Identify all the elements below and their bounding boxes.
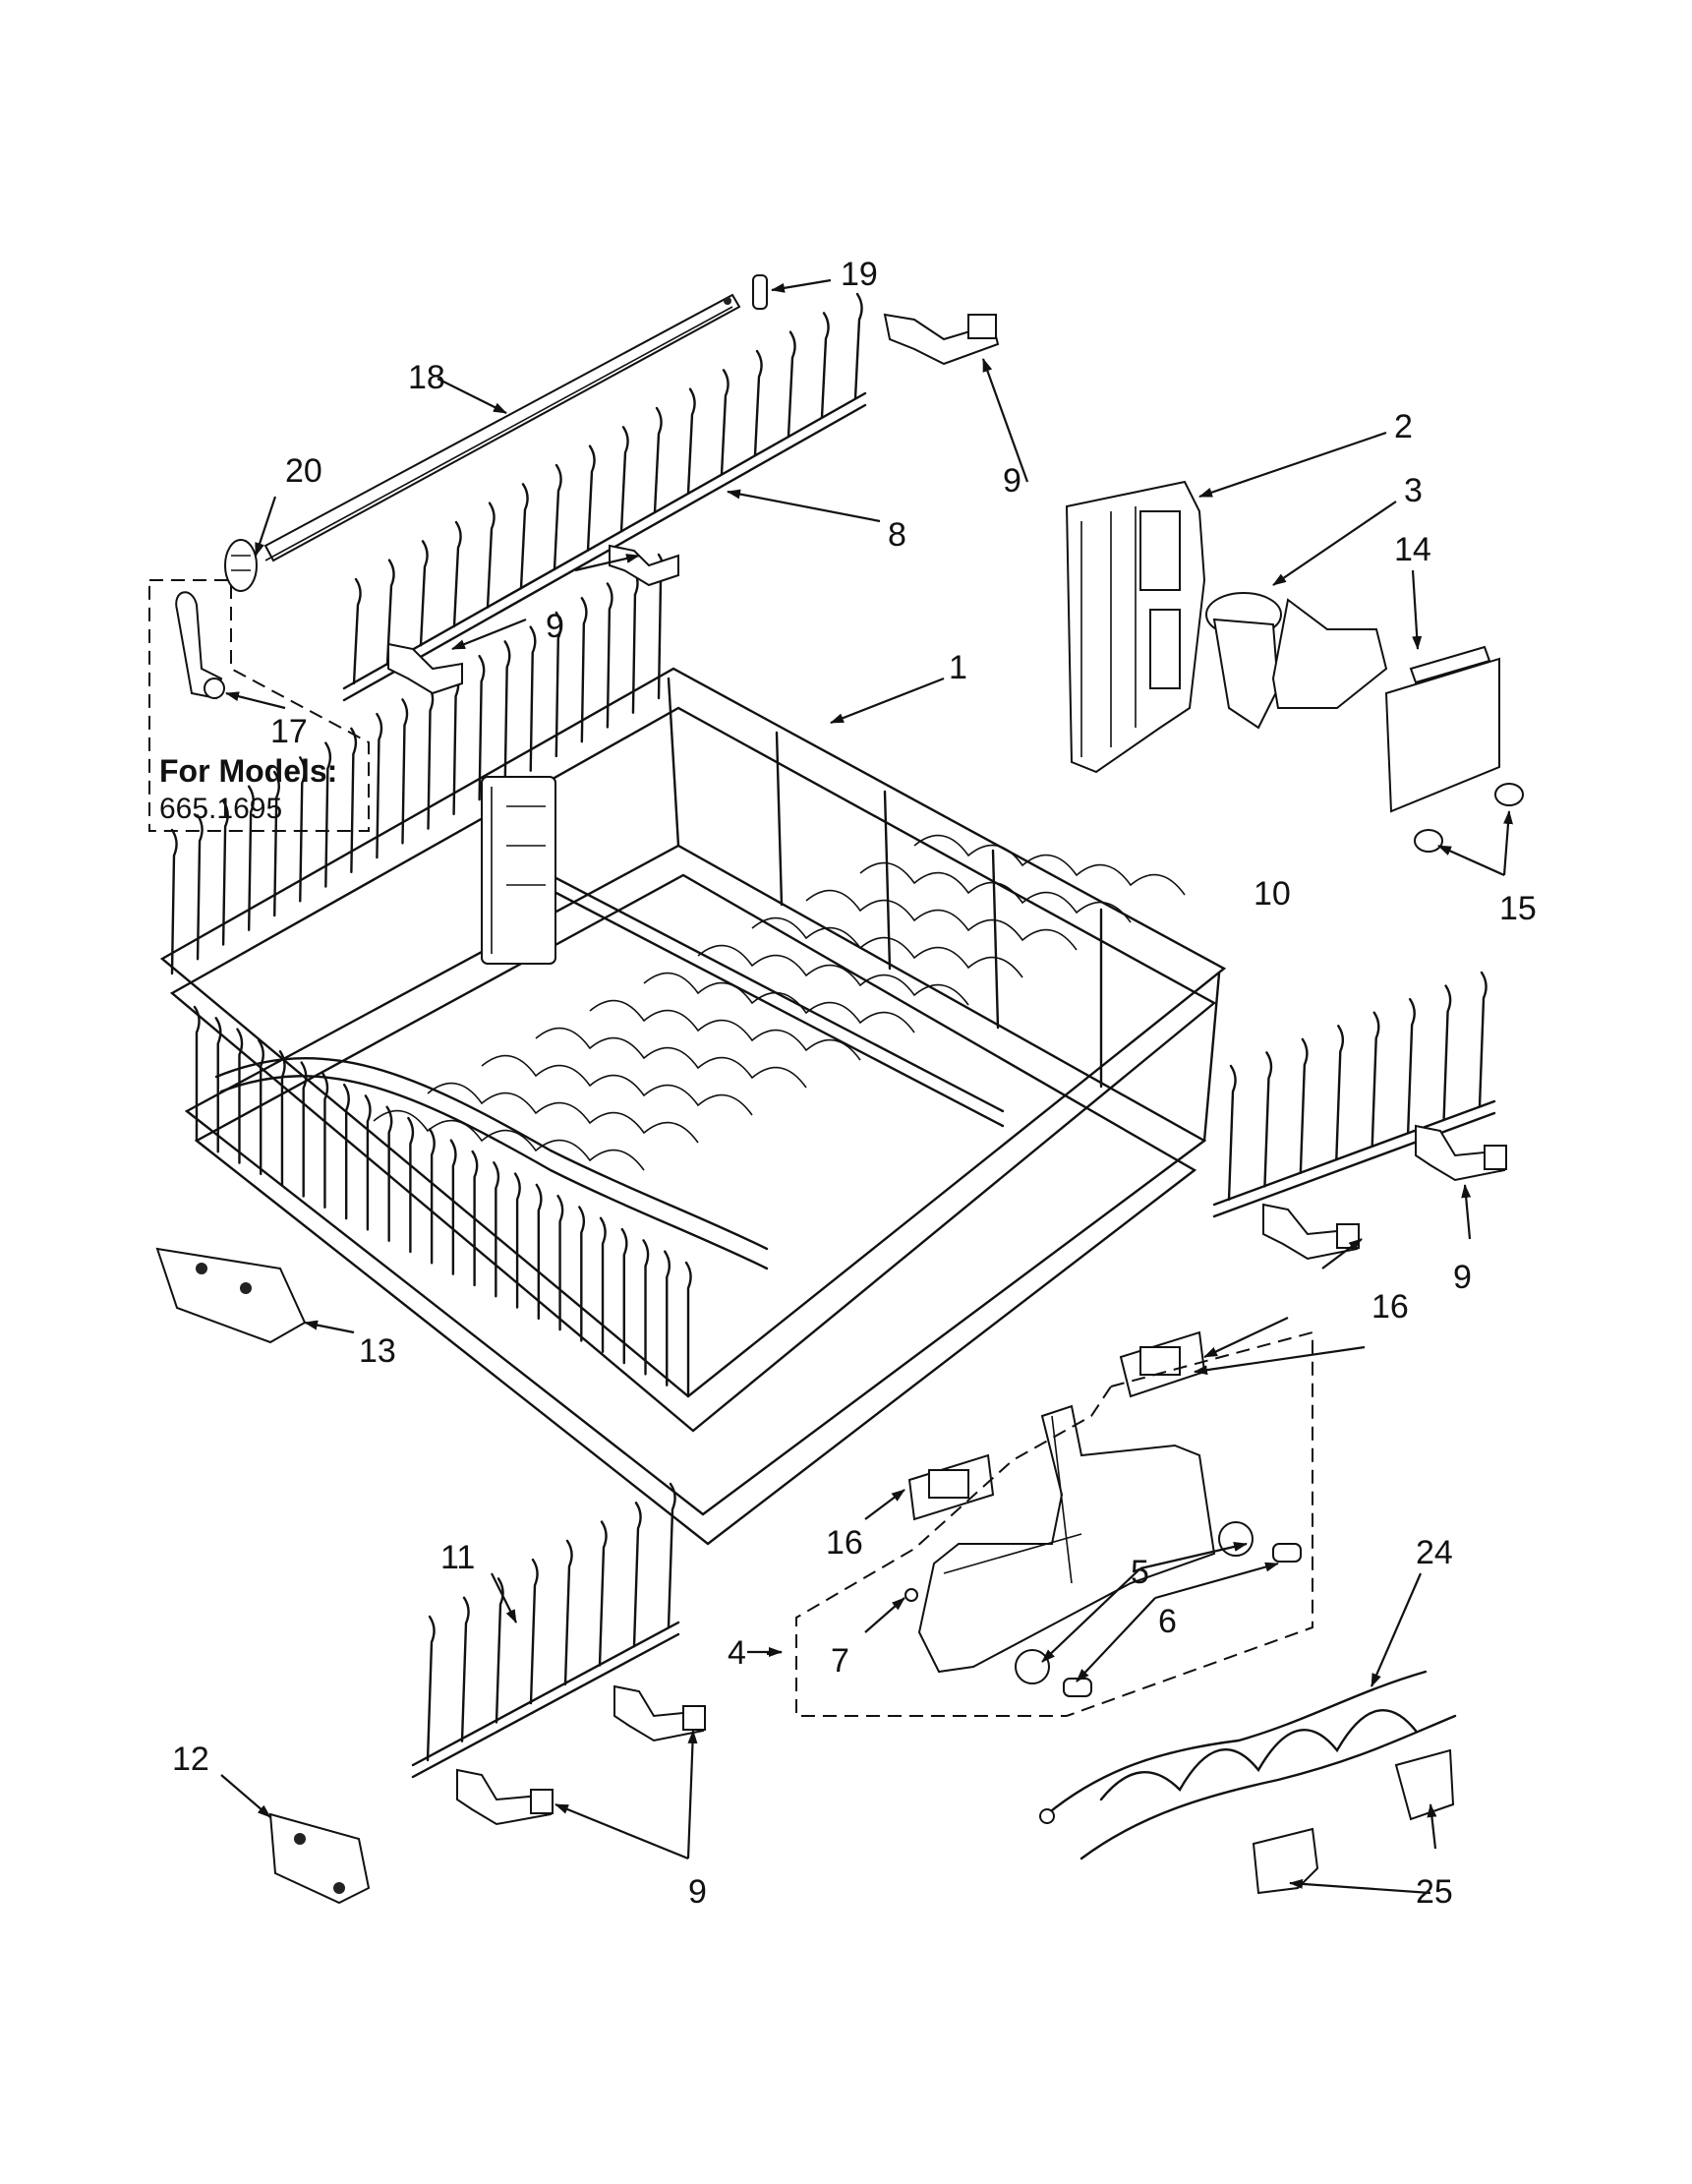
callout-8: 8 — [888, 516, 906, 554]
callout-19: 19 — [841, 256, 878, 293]
side-tine-row-right — [1212, 971, 1496, 1218]
callout-9-bottom: 9 — [688, 1873, 707, 1911]
callout-25: 25 — [1416, 1873, 1453, 1911]
carrier-screw — [904, 1588, 918, 1602]
rack-adjuster-lever — [1205, 592, 1388, 730]
cup-shelf-clip — [1252, 1748, 1455, 1895]
cup-shelf — [1039, 1670, 1457, 1860]
tine-clip-lower-right — [613, 1684, 706, 1742]
callout-5: 5 — [1131, 1554, 1149, 1591]
callout-14: 14 — [1394, 531, 1431, 568]
callout-9-right: 9 — [1453, 1259, 1472, 1296]
callout-13: 13 — [359, 1332, 396, 1370]
tine-clip-right-upper — [1415, 1124, 1507, 1182]
callout-17: 17 — [270, 713, 308, 750]
callout-18: 18 — [408, 359, 445, 396]
rail-end-cap — [224, 539, 258, 592]
rack-rail — [263, 293, 741, 562]
callout-4: 4 — [728, 1634, 746, 1672]
callout-11: 11 — [440, 1539, 475, 1576]
tine-clip-lower-left — [456, 1768, 554, 1826]
wheel-carrier-assembly — [917, 1404, 1216, 1674]
tine-clip-right-lower — [1262, 1203, 1360, 1261]
callout-6: 6 — [1158, 1603, 1177, 1640]
callout-24: 24 — [1416, 1534, 1453, 1571]
wheel-axle — [1063, 1543, 1302, 1697]
model-note-box — [148, 579, 370, 832]
carrier-group-box — [795, 1330, 1313, 1717]
callout-7: 7 — [831, 1642, 849, 1680]
callout-10: 10 — [1254, 875, 1291, 913]
callout-20: 20 — [285, 452, 322, 490]
leader-arrows — [220, 278, 1513, 1895]
callout-16-lower: 16 — [826, 1524, 863, 1562]
callout-16-upper: 16 — [1371, 1288, 1409, 1326]
callout-1: 1 — [949, 649, 967, 686]
rack-stop-upper — [1119, 1330, 1206, 1398]
rack-stop-lower — [907, 1453, 995, 1521]
rack-adjuster-housing — [1065, 480, 1206, 774]
plug-pair — [1414, 783, 1524, 853]
upper-tine-row — [342, 292, 867, 702]
tine-clip-top-right — [883, 313, 1000, 366]
callout-9-top: 9 — [1003, 462, 1021, 500]
callout-15: 15 — [1499, 890, 1537, 927]
rack-roller-left — [155, 1247, 307, 1344]
model-note-heading: For Models: — [159, 753, 337, 789]
callout-labels: 1 2 3 14 15 8 9 9 10 9 16 16 5 6 7 4 11 … — [172, 256, 1537, 1911]
rack-roller-right — [268, 1812, 371, 1905]
adjuster-cover — [1384, 645, 1500, 813]
upper-rack-basket — [159, 553, 1227, 1546]
rail-clip — [752, 274, 768, 310]
callout-9-upper-left: 9 — [546, 608, 564, 645]
side-tine-row-left — [411, 1482, 680, 1779]
callout-2: 2 — [1394, 408, 1413, 445]
model-note-number: 665.1695 — [159, 793, 282, 825]
callout-12: 12 — [172, 1741, 209, 1778]
wheel-assembly-model-variant — [175, 591, 225, 700]
callout-3: 3 — [1404, 472, 1423, 509]
